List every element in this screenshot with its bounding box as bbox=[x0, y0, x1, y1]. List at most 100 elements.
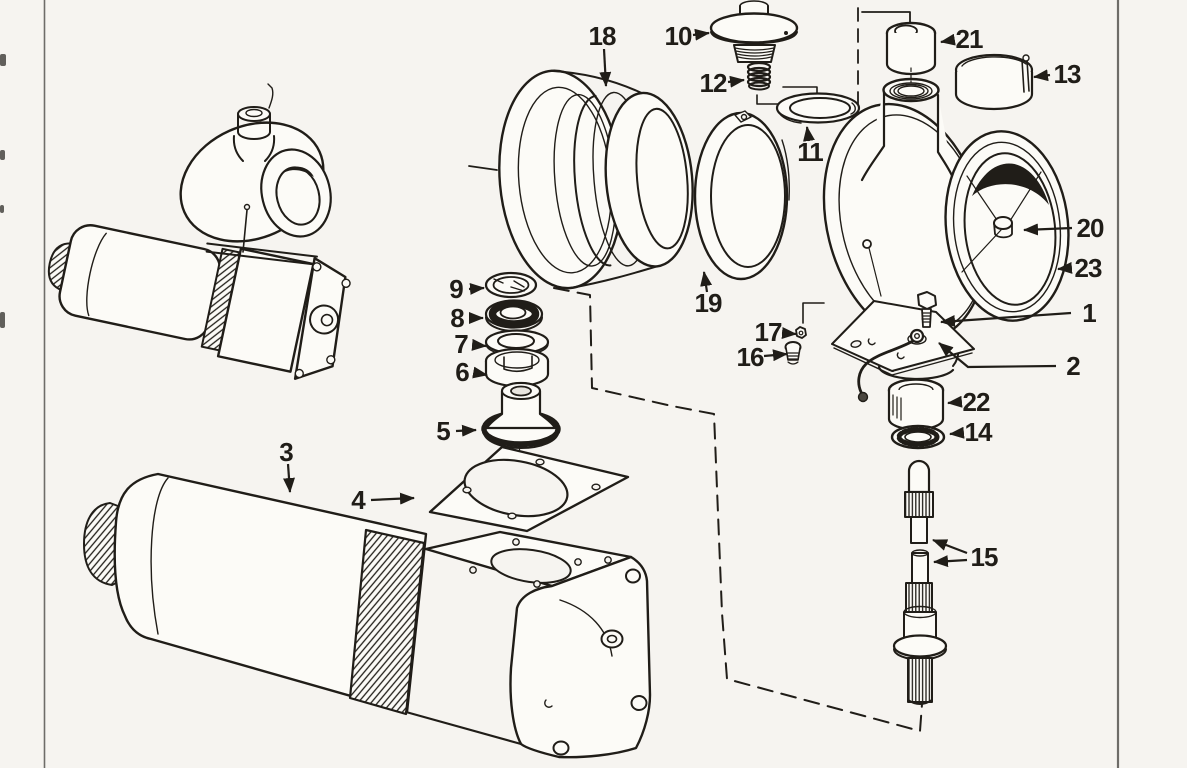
callout-13: 13 bbox=[1033, 59, 1082, 89]
hex-head bbox=[917, 291, 937, 310]
callout-11-label: 11 bbox=[797, 137, 823, 167]
gasket-part-11 bbox=[775, 92, 861, 124]
bearing-part-8 bbox=[484, 299, 544, 332]
callout-12-label: 12 bbox=[700, 68, 727, 98]
blower-opening bbox=[275, 166, 321, 226]
callout-15-leader-arrow bbox=[932, 538, 968, 555]
support-rod bbox=[242, 209, 248, 253]
callout-16-label: 16 bbox=[737, 342, 764, 372]
callout-18: 18 bbox=[589, 21, 617, 87]
wire bbox=[857, 339, 915, 394]
opening-shadow bbox=[282, 166, 314, 177]
callout-2-leader-arrow bbox=[938, 342, 1057, 369]
thread-nub bbox=[83, 502, 119, 586]
callout-9-label: 9 bbox=[449, 274, 463, 304]
callout-5-label: 5 bbox=[436, 416, 450, 446]
thread-nub bbox=[47, 242, 74, 292]
mounting-plate-part-4 bbox=[428, 445, 630, 533]
ground-wire bbox=[857, 328, 927, 403]
front-opening bbox=[963, 152, 1057, 306]
callout-6-leader-arrow bbox=[472, 366, 488, 379]
clamp-band-part-13 bbox=[954, 53, 1034, 111]
callout-23: 23 bbox=[1057, 253, 1103, 283]
callout-21-leader-arrow bbox=[940, 33, 956, 46]
callout-7: 7 bbox=[454, 329, 487, 359]
callout-5: 5 bbox=[436, 416, 477, 446]
shaft-bottom-spline bbox=[907, 657, 933, 703]
drive-shaft-part-15 bbox=[892, 459, 948, 705]
callout-5-leader-arrow bbox=[455, 424, 477, 437]
callout-7-label: 7 bbox=[454, 329, 468, 359]
callout-23-leader-arrow bbox=[1057, 261, 1073, 274]
clamp-ring-part-19 bbox=[693, 110, 790, 281]
assembled-unit-view bbox=[47, 83, 351, 380]
callout-21: 21 bbox=[940, 24, 984, 54]
generator-cylinder bbox=[58, 224, 222, 341]
callout-8-label: 8 bbox=[450, 303, 464, 333]
callout-13-label: 13 bbox=[1054, 59, 1081, 89]
callout-14-leader-arrow bbox=[949, 426, 965, 439]
callout-22-leader-arrow bbox=[947, 395, 963, 408]
callout-15-leader-arrow bbox=[933, 555, 968, 568]
threaded-shank bbox=[921, 308, 932, 328]
callout-9: 9 bbox=[449, 274, 485, 304]
callout-20: 20 bbox=[1023, 213, 1105, 243]
callout-7-leader-arrow bbox=[471, 338, 487, 351]
gearbox-end-face bbox=[509, 555, 652, 759]
callout-1: 1 bbox=[940, 298, 1097, 328]
callout-18-label: 18 bbox=[589, 21, 616, 51]
cap-cylinder-part-21 bbox=[885, 21, 937, 83]
shaft-flange bbox=[892, 634, 948, 658]
damper-cylinder-part-22 bbox=[887, 378, 945, 431]
retaining-ring-part-9 bbox=[484, 271, 538, 299]
callout-1-leader-arrow bbox=[940, 311, 1072, 328]
callout-3-label: 3 bbox=[279, 437, 293, 467]
band-gap bbox=[1021, 59, 1030, 93]
bolt-part-1 bbox=[917, 291, 937, 328]
callout-20-label: 20 bbox=[1077, 213, 1104, 243]
callout-14-label: 14 bbox=[965, 417, 993, 447]
callout-18-leader-arrow bbox=[599, 48, 612, 87]
leader-bracket-16-17 bbox=[802, 302, 825, 324]
blower-housing-part-23 bbox=[822, 77, 1070, 372]
callout-4-leader-arrow bbox=[370, 492, 415, 505]
wire-hole bbox=[862, 239, 872, 249]
pipe-plug-part-20 bbox=[993, 216, 1013, 239]
screw-part-16 bbox=[784, 341, 802, 365]
callout-13-leader-arrow bbox=[1033, 69, 1051, 82]
callout-19: 19 bbox=[695, 271, 723, 318]
wire-end-ball bbox=[857, 391, 869, 403]
canister-part-3 bbox=[83, 472, 652, 759]
callout-21-label: 21 bbox=[956, 24, 983, 54]
callout-15-label: 15 bbox=[971, 542, 998, 572]
callout-8: 8 bbox=[450, 303, 484, 333]
boundary-dashed-line-center bbox=[553, 287, 923, 732]
callout-17-leader-arrow bbox=[781, 327, 797, 339]
knurl-band bbox=[348, 528, 426, 716]
filler-neck-and-cap bbox=[232, 83, 276, 162]
callout-6-label: 6 bbox=[455, 357, 469, 387]
callout-22: 22 bbox=[947, 387, 991, 417]
callout-1-label: 1 bbox=[1082, 298, 1096, 328]
callout-4: 4 bbox=[351, 485, 415, 515]
callout-17: 17 bbox=[755, 317, 797, 347]
drive-gear-part-5 bbox=[481, 381, 561, 480]
callout-16: 16 bbox=[737, 342, 788, 372]
callout-2-label: 2 bbox=[1066, 351, 1080, 381]
callout-23-label: 23 bbox=[1075, 253, 1102, 283]
callout-12: 12 bbox=[700, 68, 745, 98]
callout-10-leader-arrow bbox=[692, 28, 710, 41]
callout-20-leader-arrow bbox=[1023, 223, 1073, 236]
callout-19-leader-arrow bbox=[700, 271, 713, 293]
filler-cap-part-10 bbox=[709, 0, 799, 63]
spacer-collar-part-6 bbox=[484, 347, 550, 388]
nut-part-17 bbox=[795, 326, 807, 339]
callout-11-leader-arrow bbox=[803, 126, 815, 142]
lock-washer-part-14 bbox=[890, 424, 946, 450]
cover-drum-part-18 bbox=[498, 69, 694, 290]
callout-2: 2 bbox=[938, 342, 1081, 381]
callout-10-label: 10 bbox=[665, 21, 692, 51]
callout-16-leader-arrow bbox=[763, 349, 788, 362]
callout-12-leader-arrow bbox=[727, 75, 745, 88]
